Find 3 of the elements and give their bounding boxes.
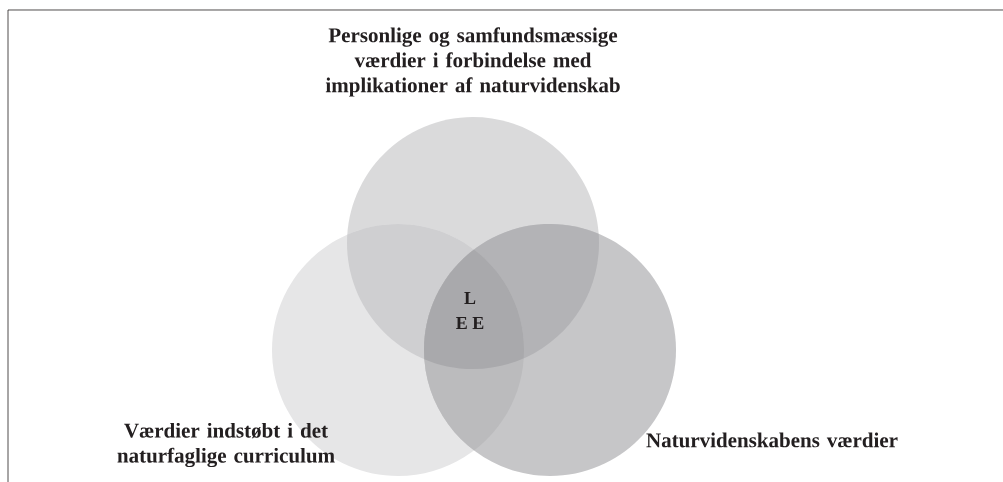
circle-label: Naturvidenskabens værdier xyxy=(646,432,898,448)
circle-label: Værdier indstøbt i det naturfaglige curriculum xyxy=(117,422,335,468)
circle-label: Personlige og samfundsmæssige værdier i forbindelse med implikationer af naturvidenskab xyxy=(325,27,620,97)
